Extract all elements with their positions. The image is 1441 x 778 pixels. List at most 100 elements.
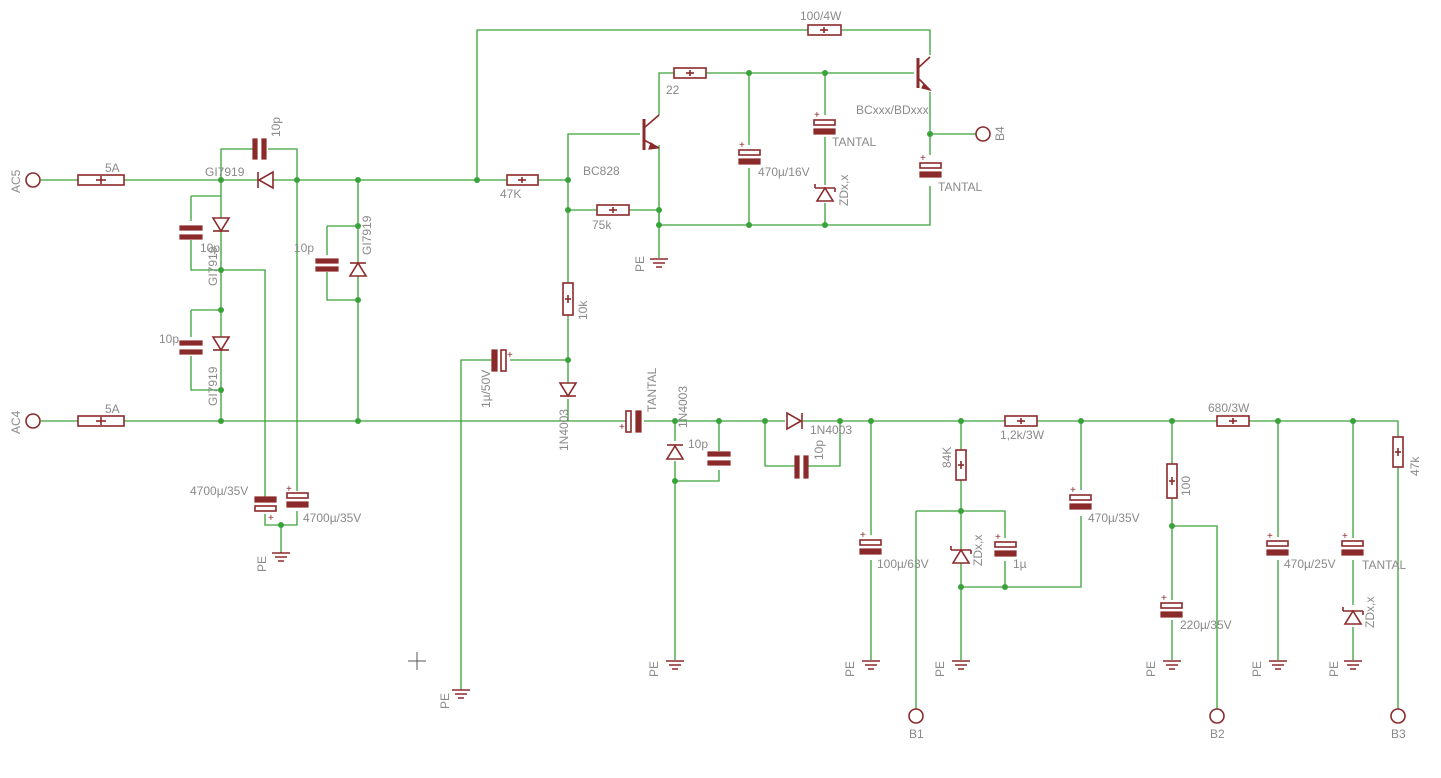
- labels: AC5 AC4 5A 5A GI7919 GI7919 GI7919 GI791…: [9, 9, 1422, 741]
- cap-4700-2: +: [286, 484, 309, 508]
- label-r680: 680/3W: [1208, 401, 1250, 415]
- zener-1: [814, 184, 836, 202]
- resistor-47k-b3: [1392, 436, 1404, 468]
- zener-2: [950, 546, 972, 564]
- zener-3: [1342, 607, 1364, 625]
- terminals: [25, 126, 1406, 724]
- cap-tantal-1: +: [813, 110, 836, 135]
- label-ac4: AC4: [9, 410, 23, 434]
- svg-text:+: +: [1161, 593, 1167, 604]
- cap-1u-50: +: [491, 349, 513, 372]
- label-c10p-4: 10p: [688, 437, 708, 451]
- svg-text:+: +: [860, 530, 866, 541]
- cap-470-35: +: [1069, 485, 1092, 510]
- ground-3: [452, 689, 470, 699]
- fuse-top: [77, 174, 125, 186]
- label-c100-63: 100µ/63V: [877, 557, 929, 571]
- resistor-1-2k: [1004, 415, 1038, 427]
- label-pe-2: PE: [633, 256, 647, 272]
- ground-4: [666, 660, 684, 670]
- ground-9: [1344, 660, 1362, 670]
- label-n4003-2: 1N4003: [676, 386, 690, 428]
- resistor-100-4w: [807, 24, 842, 36]
- label-bc828: BC828: [583, 164, 620, 178]
- diodes: [211, 170, 1364, 625]
- ground-2: [650, 258, 668, 268]
- cap-10p-5: [794, 455, 809, 479]
- diode-1n4003-1: [558, 382, 578, 398]
- diode-1n4003-3: [786, 411, 803, 431]
- svg-text:+: +: [814, 110, 820, 121]
- label-gi-mid: GI7919: [360, 215, 374, 255]
- label-n4003-1: 1N4003: [557, 409, 571, 451]
- label-r47k-2: 47k: [1408, 456, 1422, 476]
- label-b2: B2: [1210, 727, 1225, 741]
- cap-tantal-3: +: [619, 410, 642, 433]
- label-gi-top: GI7919: [205, 165, 245, 179]
- label-c1-50: 1µ/50V: [479, 370, 493, 408]
- svg-text:+: +: [286, 484, 292, 495]
- label-pe-3: PE: [438, 693, 452, 709]
- label-c10p-l2: 10p: [159, 332, 179, 346]
- label-r1-2k: 1,2k/3W: [1000, 428, 1045, 442]
- grounds: [272, 258, 1362, 699]
- cap-1u: +: [994, 532, 1017, 557]
- svg-text:+: +: [920, 153, 926, 164]
- label-c10p-5: 10p: [812, 440, 826, 460]
- label-n4003-3: 1N4003: [810, 423, 852, 437]
- cursor-crosshair-icon: [408, 652, 426, 670]
- label-r47k: 47K: [500, 187, 521, 201]
- label-pe-7: PE: [1144, 661, 1158, 677]
- label-zdx-2: ZDx,x: [971, 535, 985, 566]
- transistors: [642, 56, 932, 150]
- cap-10p-top: [252, 138, 267, 160]
- svg-text:+: +: [1070, 485, 1076, 496]
- ground-7: [1163, 660, 1181, 670]
- label-c220-35: 220µ/35V: [1180, 618, 1232, 632]
- terminal-b1: [908, 708, 924, 724]
- label-pe-4: PE: [647, 661, 661, 677]
- label-pe-8: PE: [1250, 661, 1264, 677]
- label-tantal-2: TANTAL: [938, 180, 983, 194]
- diode-gi-left2: [211, 336, 231, 352]
- label-pe-9: PE: [1327, 661, 1341, 677]
- ground-6: [952, 660, 970, 670]
- cap-100-63: +: [859, 530, 882, 555]
- label-r10k: 10k: [576, 300, 590, 320]
- label-c10p-l1: 10p: [200, 241, 220, 255]
- junctions: [218, 70, 1356, 590]
- label-r100-4w: 100/4W: [800, 9, 842, 23]
- label-b4: B4: [993, 126, 1007, 141]
- cap-4700-1: +: [254, 496, 277, 524]
- capacitors: + + + + + + + + + + + + +: [179, 110, 1364, 618]
- label-r75k: 75k: [592, 218, 612, 232]
- cap-220-35: +: [1160, 593, 1183, 618]
- ground-8: [1269, 660, 1287, 670]
- label-pe-1: PE: [255, 556, 269, 572]
- resistor-75k: [596, 204, 630, 216]
- terminal-ac4: [25, 413, 41, 429]
- label-c10p-mid: 10p: [294, 241, 314, 255]
- resistor-10k: [562, 282, 574, 316]
- cap-470-25: +: [1266, 531, 1289, 556]
- resistor-84k: [955, 449, 967, 481]
- label-b3: B3: [1391, 727, 1406, 741]
- svg-text:+: +: [1267, 531, 1273, 542]
- cap-tantal-4: +: [1341, 531, 1364, 556]
- ground-1: [272, 552, 290, 562]
- diode-gi-top: [257, 170, 274, 190]
- terminal-b2: [1209, 708, 1225, 724]
- svg-text:+: +: [739, 140, 745, 151]
- label-tantal-4: TANTAL: [1362, 558, 1407, 572]
- label-tantal-1: TANTAL: [832, 135, 877, 149]
- label-fuse-top: 5A: [105, 161, 120, 175]
- label-r100: 100: [1179, 476, 1193, 496]
- terminal-ac5: [25, 172, 41, 188]
- diode-1n4003-2: [665, 444, 685, 460]
- cap-10p-l2: [179, 340, 203, 355]
- label-r84k: 84K: [940, 447, 954, 468]
- diode-gi-mid: [348, 261, 368, 277]
- cap-10p-mid: [315, 258, 339, 272]
